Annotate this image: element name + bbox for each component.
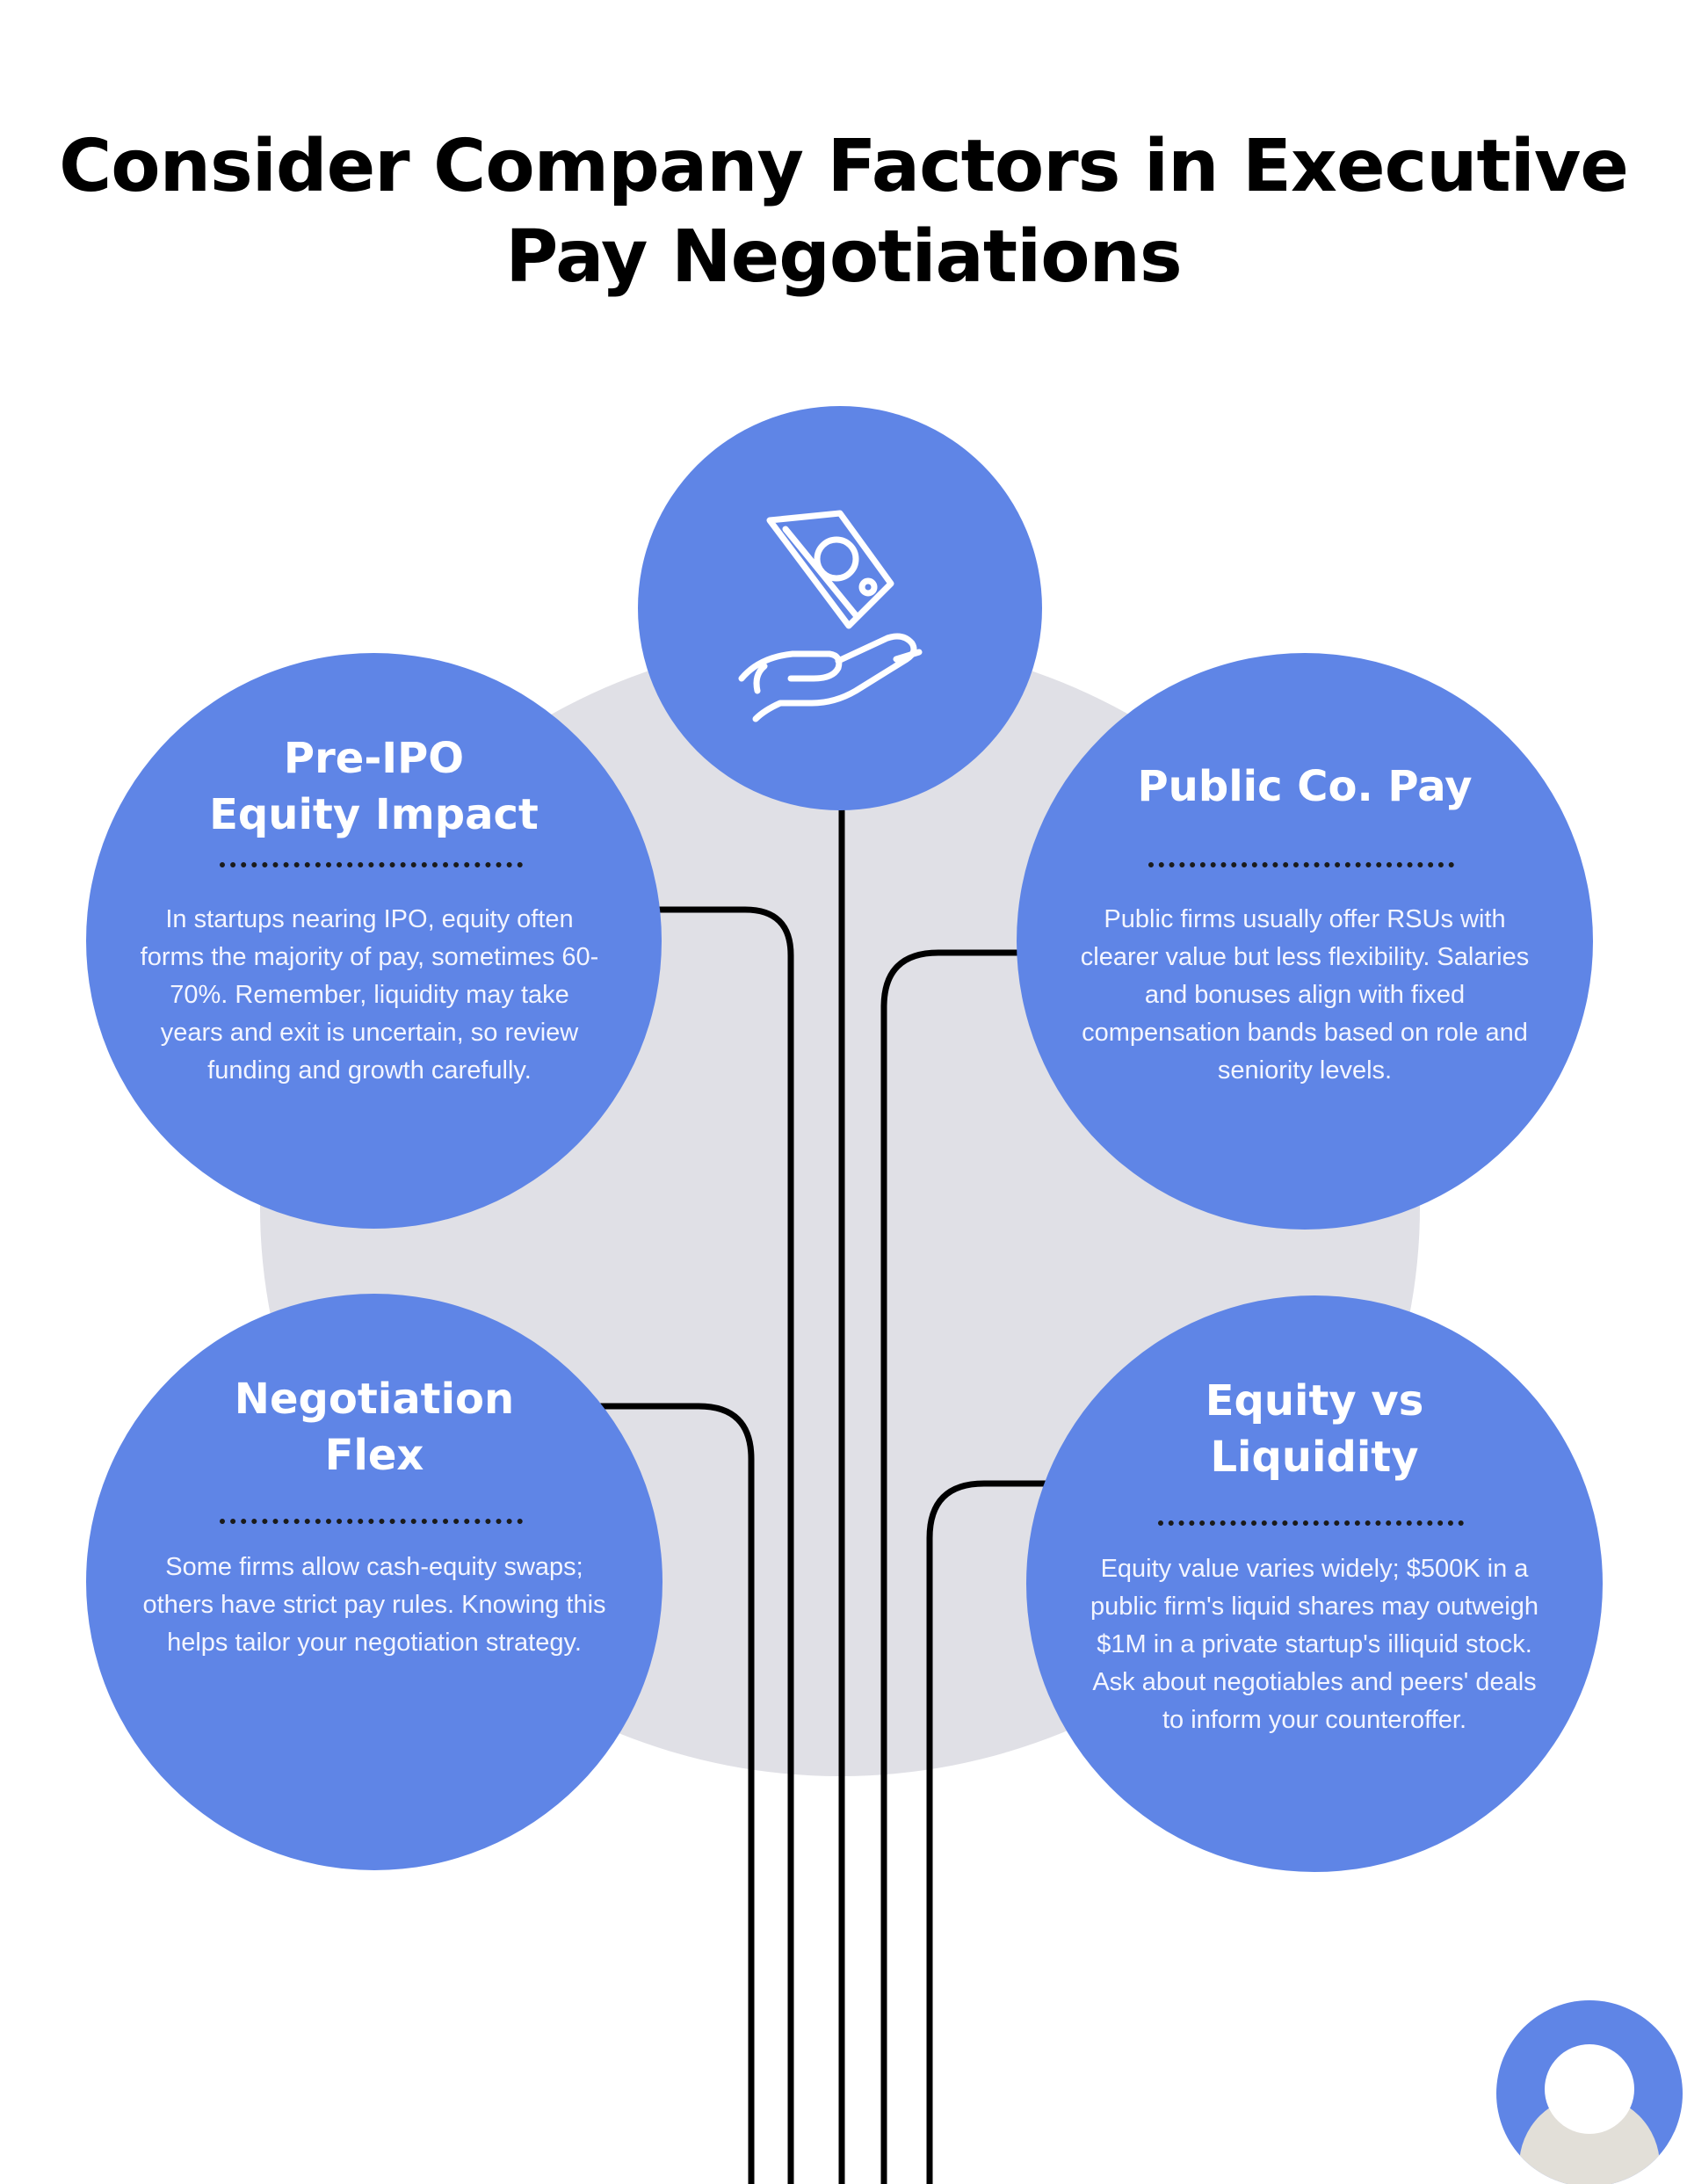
card-title: Equity vs Liquidity <box>1079 1373 1550 1485</box>
card-title-line-2: Liquidity <box>1210 1433 1419 1482</box>
connector-public-co <box>880 949 1022 2184</box>
title-line-1: Consider Company Factors in Executive <box>59 125 1629 208</box>
connector-pre-ipo <box>631 906 794 2184</box>
dotted-divider <box>220 862 523 867</box>
card-title-line-2: Equity Impact <box>209 790 539 839</box>
card-body: Public firms usually offer RSUs with cle… <box>1080 905 1530 1085</box>
page-title: Consider Company Factors in Executive Pa… <box>0 121 1687 302</box>
card-body: In startups nearing IPO, equity often fo… <box>140 905 599 1085</box>
card-body: Equity value varies widely; $500K in a p… <box>1090 1555 1539 1734</box>
dotted-divider <box>1158 1520 1464 1526</box>
card-pre-ipo-equity: Pre-IPO Equity Impact In startups nearin… <box>86 653 662 1229</box>
user-avatar-icon <box>1496 2000 1683 2184</box>
card-equity-vs-liquidity: Equity vs Liquidity Equity value varies … <box>1026 1295 1603 1872</box>
card-negotiation-flex: Negotiation Flex Some firms allow cash-e… <box>86 1294 662 1870</box>
card-title-line-1: Pre-IPO <box>283 734 465 783</box>
card-body: Some firms allow cash-equity swaps; othe… <box>142 1553 606 1657</box>
hand-receiving-money-icon <box>738 510 923 722</box>
card-public-co-pay: Public Co. Pay Public firms usually offe… <box>1017 653 1593 1230</box>
dotted-divider <box>220 1519 523 1524</box>
title-line-2: Pay Negotiations <box>505 215 1182 299</box>
card-title-line-2: Flex <box>324 1431 424 1480</box>
card-title-line-1: Equity vs <box>1205 1376 1424 1426</box>
connector-negotiation-flex <box>583 1403 755 2184</box>
connector-equity-liquidity <box>926 1480 1063 2184</box>
dotted-divider <box>1148 862 1454 867</box>
card-title: Negotiation Flex <box>139 1371 610 1484</box>
hub-circle <box>638 406 1042 810</box>
card-title-line-1: Public Co. Pay <box>1137 762 1473 811</box>
card-title: Public Co. Pay <box>1069 758 1540 815</box>
card-title: Pre-IPO Equity Impact <box>139 730 609 843</box>
card-title-line-1: Negotiation <box>234 1375 515 1424</box>
avatar-head <box>1545 2044 1634 2134</box>
